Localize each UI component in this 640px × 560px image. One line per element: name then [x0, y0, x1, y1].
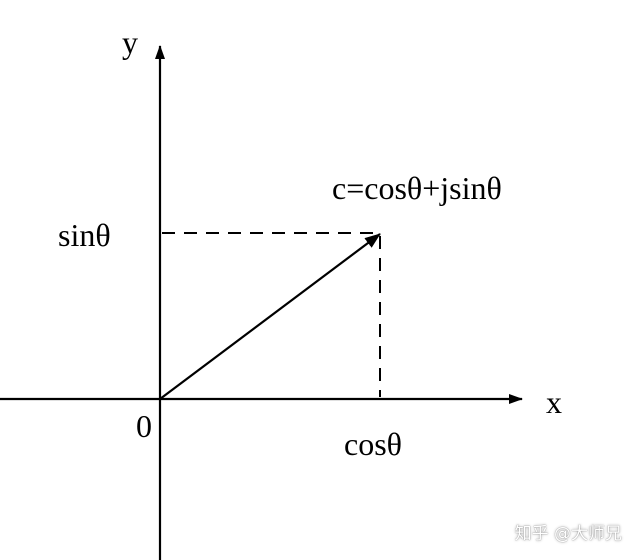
- cos-label: cosθ: [344, 426, 402, 462]
- vector-c-label: c=cosθ+jsinθ: [332, 170, 502, 206]
- vector-c-arrow: [159, 233, 381, 400]
- origin-label: 0: [136, 408, 152, 444]
- x-axis-label: x: [546, 384, 562, 420]
- y-axis-label: y: [122, 24, 138, 60]
- zhihu-watermark: 知乎 @大师兄: [514, 524, 622, 544]
- sin-label: sinθ: [58, 217, 111, 253]
